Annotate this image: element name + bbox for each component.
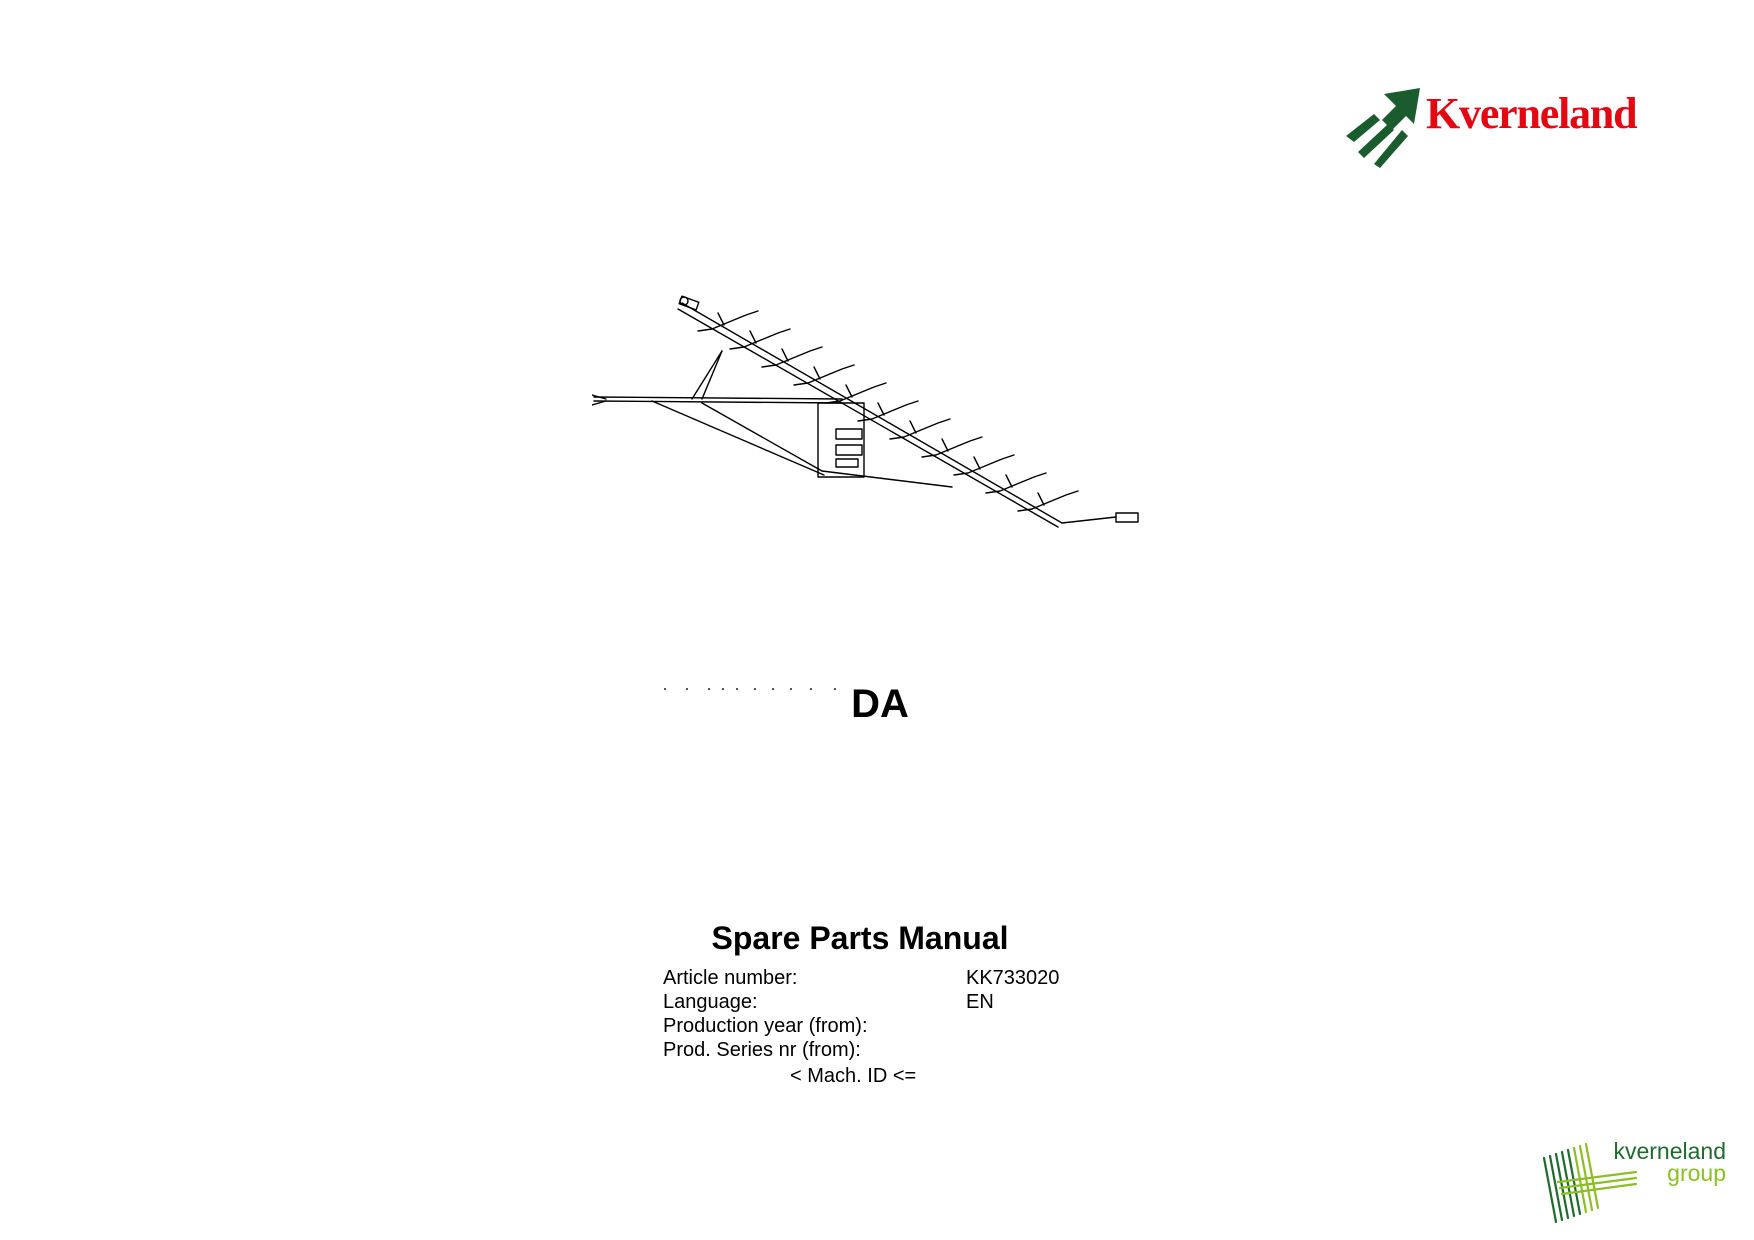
language-label: Language: — [663, 991, 758, 1013]
group-logo-line1: kverneland — [1613, 1138, 1726, 1164]
prod-series-label: Prod. Series nr (from): — [663, 1039, 861, 1061]
kverneland-arrow-logo-icon — [1346, 88, 1420, 168]
model-name: DA — [851, 682, 909, 726]
machine-id: < Mach. ID <= — [790, 1065, 917, 1087]
manual-title: Spare Parts Manual — [711, 920, 1009, 956]
language-value: EN — [966, 991, 994, 1013]
brand-name: Kverneland — [1426, 89, 1638, 138]
production-year-label: Production year (from): — [663, 1015, 868, 1037]
dotted-separator — [664, 678, 864, 690]
article-number-label: Article number: — [663, 967, 798, 989]
dotted-line-icon — [664, 688, 836, 690]
plough-drawing-icon — [591, 295, 1139, 528]
article-number-value: KK733020 — [966, 967, 1060, 989]
kverneland-group-stripes-icon — [1542, 1142, 1638, 1224]
plough-illustration — [591, 295, 1156, 535]
kverneland-logo: Kverneland — [1344, 86, 1674, 168]
kverneland-group-logo: kverneland group — [1540, 1138, 1740, 1224]
group-logo-line2: group — [1667, 1160, 1726, 1186]
